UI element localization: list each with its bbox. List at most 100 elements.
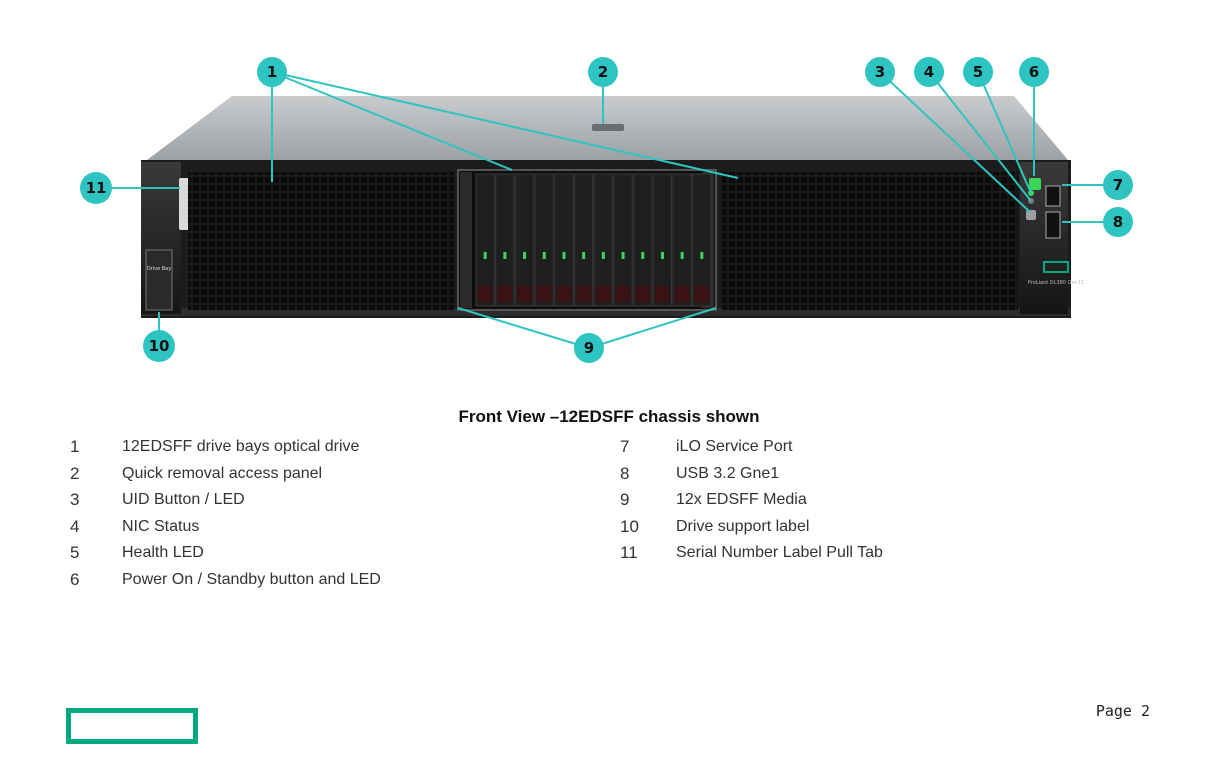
usb-port[interactable] xyxy=(1045,211,1061,239)
callout-7: 7 xyxy=(1103,170,1133,200)
edsff-drive-bay[interactable] xyxy=(574,173,594,307)
svg-text:8: 8 xyxy=(1113,213,1123,231)
drive-activity-led xyxy=(680,252,684,259)
drive-activity-led xyxy=(503,252,507,259)
edsff-drive-bay[interactable] xyxy=(633,173,653,307)
drive-support-label xyxy=(145,249,173,311)
legend-text: Serial Number Label Pull Tab xyxy=(676,544,883,562)
svg-text:3: 3 xyxy=(875,63,885,81)
legend-number: 2 xyxy=(70,463,80,483)
legend-text: 12EDSFF drive bays optical drive xyxy=(122,438,360,456)
drive-activity-led xyxy=(641,252,645,259)
legend-item: 4 NIC Status xyxy=(70,514,381,541)
drive-release-latch[interactable] xyxy=(517,286,532,302)
drive-release-latch[interactable] xyxy=(596,286,611,302)
drive-release-latch[interactable] xyxy=(655,286,670,302)
callout-6: 6 xyxy=(1019,57,1049,87)
drive-activity-led xyxy=(523,252,527,259)
svg-text:9: 9 xyxy=(584,339,594,357)
callout-4: 4 xyxy=(914,57,944,87)
legend-number: 9 xyxy=(620,490,630,510)
legend-text: Power On / Standby button and LED xyxy=(122,570,381,588)
legend-item: 9 12x EDSFF Media xyxy=(620,487,883,514)
svg-text:6: 6 xyxy=(1029,63,1039,81)
drive-release-latch[interactable] xyxy=(478,286,493,302)
drive-activity-led xyxy=(621,252,625,259)
left-vent-grille xyxy=(188,172,454,310)
callout-10: 10 xyxy=(143,330,175,362)
legend-item: 11 Serial Number Label Pull Tab xyxy=(620,540,883,567)
drive-support-label-text: Drive Bay xyxy=(147,266,171,272)
edsff-drive-bay[interactable] xyxy=(495,173,515,307)
legend-number: 1 xyxy=(70,437,80,457)
legend-number: 3 xyxy=(70,490,80,510)
callout-11: 11 xyxy=(80,172,112,204)
drive-release-latch[interactable] xyxy=(537,286,552,302)
drive-activity-led xyxy=(700,252,704,259)
legend-number: 8 xyxy=(620,463,630,483)
legend-text: iLO Service Port xyxy=(676,438,793,456)
drive-release-latch[interactable] xyxy=(635,286,650,302)
edsff-drive-bay[interactable] xyxy=(534,173,554,307)
svg-text:10: 10 xyxy=(149,337,170,355)
svg-text:2: 2 xyxy=(598,63,608,81)
drive-activity-led xyxy=(483,252,487,259)
svg-text:5: 5 xyxy=(973,63,983,81)
legend-item: 1 12EDSFF drive bays optical drive xyxy=(70,434,381,461)
drive-release-latch[interactable] xyxy=(497,286,512,302)
right-vent-grille xyxy=(722,172,1018,310)
edsff-drive-bay[interactable] xyxy=(514,173,535,307)
page-number: Page 2 xyxy=(1095,702,1150,720)
edsff-drive-bay[interactable] xyxy=(475,173,495,307)
drive-activity-led xyxy=(562,252,566,259)
callout-8: 8 xyxy=(1103,207,1133,237)
edsff-drive-bay[interactable] xyxy=(613,173,633,307)
drive-activity-led xyxy=(542,252,546,259)
legend-text: 12x EDSFF Media xyxy=(676,491,807,509)
drive-activity-led xyxy=(582,252,586,259)
legend-item: 10 Drive support label xyxy=(620,514,883,541)
edsff-drive-bay[interactable] xyxy=(593,173,614,307)
hpe-logo-icon xyxy=(66,708,198,744)
uid-button[interactable] xyxy=(1026,210,1036,220)
edsff-drive-bay[interactable] xyxy=(554,173,574,307)
server-model-label: ProLiant DL380 Gen11 xyxy=(1028,280,1084,286)
svg-text:4: 4 xyxy=(924,63,934,81)
edsff-drive-bay[interactable] xyxy=(672,173,692,307)
callout-2: 2 xyxy=(588,57,618,87)
edsff-drive-bay[interactable] xyxy=(652,173,673,307)
drive-activity-led xyxy=(660,252,664,259)
server-front-view-diagram: Drive Bay ProLiant DL380 Gen11 1 2 3 4 5… xyxy=(80,57,1133,363)
serial-number-pull-tab xyxy=(179,178,190,230)
svg-text:1: 1 xyxy=(267,63,277,81)
drive-release-latch[interactable] xyxy=(694,286,709,302)
legend-text: NIC Status xyxy=(122,517,200,535)
legend-number: 4 xyxy=(70,516,80,536)
legend-text: Drive support label xyxy=(676,517,810,535)
figure-caption: Front View –12EDSFF chassis shown xyxy=(458,407,760,426)
legend-number: 11 xyxy=(620,543,638,563)
legend-text: Quick removal access panel xyxy=(122,464,323,482)
hpe-badge xyxy=(1043,261,1069,273)
ilo-service-port[interactable] xyxy=(1045,185,1061,207)
callout-5: 5 xyxy=(963,57,993,87)
power-button[interactable] xyxy=(1029,178,1041,190)
drive-release-latch[interactable] xyxy=(576,286,591,302)
drive-release-latch[interactable] xyxy=(556,286,572,302)
legend-text: UID Button / LED xyxy=(122,491,245,509)
legend-item: 6 Power On / Standby button and LED xyxy=(70,567,381,594)
drive-release-latch[interactable] xyxy=(615,286,631,302)
legend-item: 2 Quick removal access panel xyxy=(70,461,381,488)
svg-text:7: 7 xyxy=(1113,176,1123,194)
legend-number: 5 xyxy=(70,543,80,563)
drive-release-latch[interactable] xyxy=(675,286,690,302)
legend-number: 10 xyxy=(620,516,639,536)
edsff-drive-bay[interactable] xyxy=(692,173,712,307)
leader-lines xyxy=(96,71,1118,349)
legend-number: 6 xyxy=(70,569,80,589)
callout-9: 9 xyxy=(574,333,604,363)
